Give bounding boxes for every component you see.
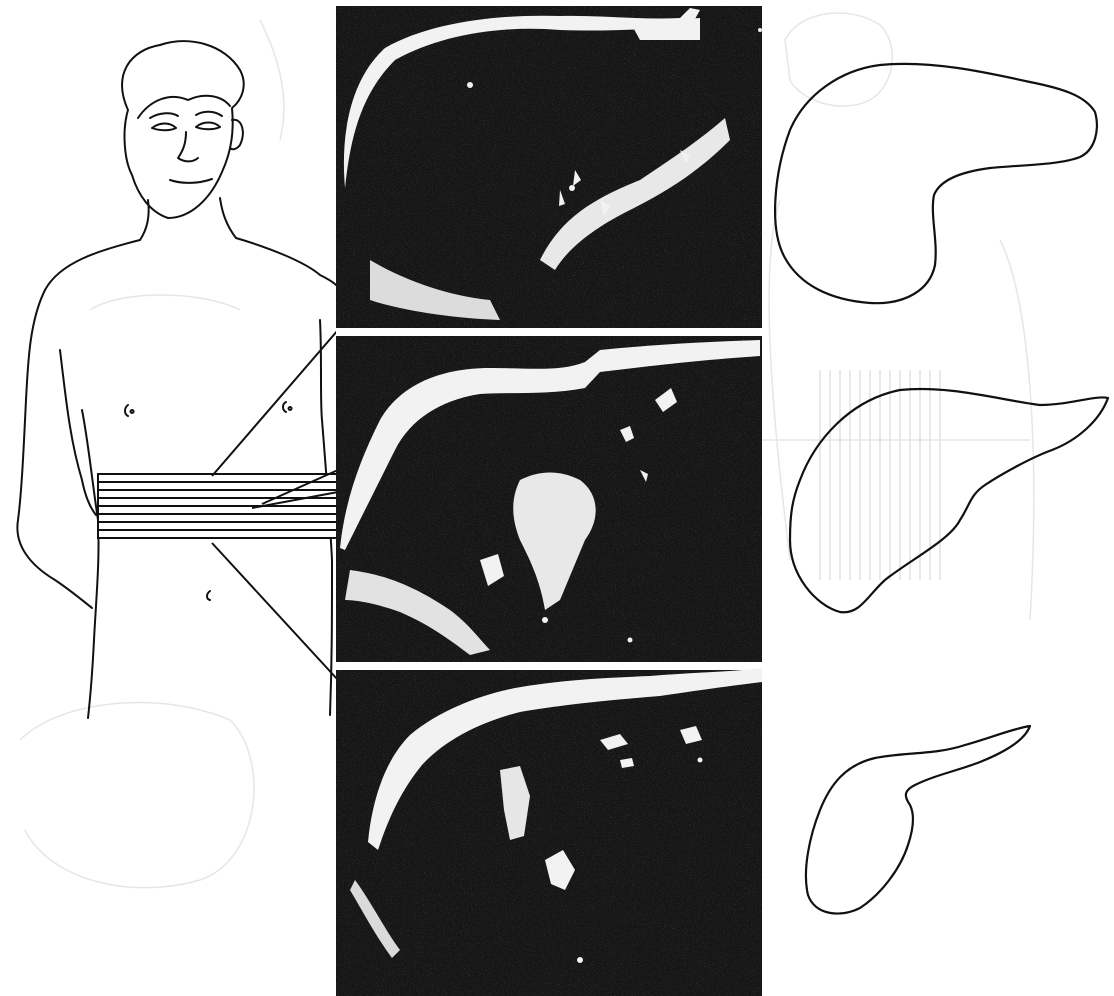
hairline	[138, 96, 230, 118]
torso-left	[82, 410, 99, 718]
ghost-hatching	[820, 370, 940, 580]
head-outline	[122, 41, 244, 218]
nose	[178, 132, 198, 161]
ultrasound-panel-lower	[336, 668, 762, 996]
scan-band	[98, 474, 340, 538]
panel-divider-1	[336, 328, 762, 336]
liver-outlines	[775, 64, 1108, 914]
liver-outline-upper	[775, 64, 1097, 303]
left-shoulder-arm	[17, 240, 140, 608]
mouth	[170, 179, 212, 183]
body-illustration	[17, 41, 336, 718]
neck-left	[140, 200, 149, 240]
panel-divider-2	[336, 662, 762, 670]
ultrasound-panel-middle	[336, 336, 762, 662]
liver-outline-middle	[790, 389, 1108, 612]
neck-right	[220, 198, 236, 238]
right-eye	[196, 123, 220, 130]
right-nipple	[283, 402, 292, 412]
navel	[207, 591, 210, 600]
left-eye	[152, 124, 176, 131]
ultrasound-panel-upper	[336, 6, 762, 328]
liver-outline-lower	[806, 726, 1030, 914]
left-nipple	[125, 405, 134, 416]
right-shoulder	[236, 238, 336, 285]
